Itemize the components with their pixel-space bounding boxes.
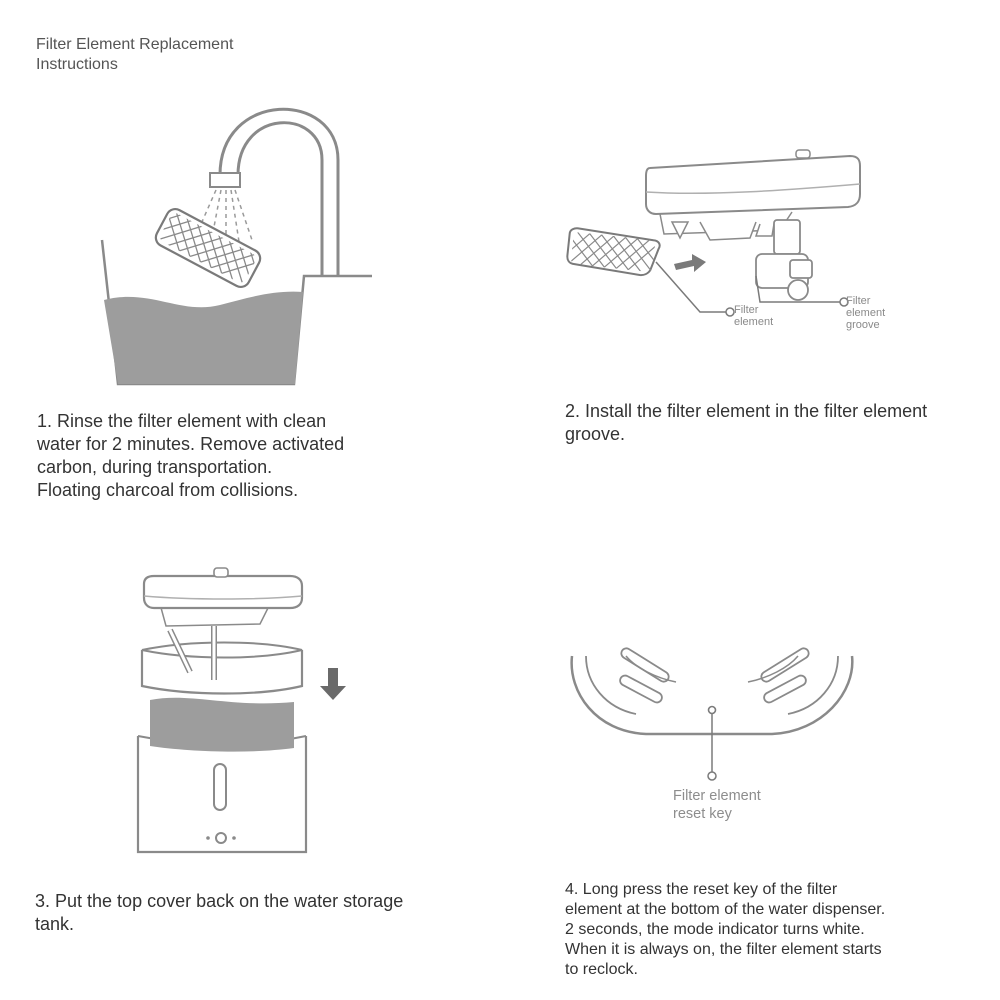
callout-filter-element-groove: Filter element groove	[846, 295, 886, 331]
reset-key-illustration	[570, 647, 854, 781]
callout-filter-element: Filter element	[734, 304, 774, 328]
filter-element-icon	[154, 208, 262, 288]
replace-cover-illustration	[136, 567, 346, 854]
step-1-text: 1. Rinse the filter element with clean w…	[37, 411, 345, 500]
dispenser-bottom-icon	[570, 655, 854, 736]
step-2-text: 2. Install the filter element in the fil…	[565, 401, 928, 444]
rinse-filter-illustration	[100, 107, 372, 386]
faucet-icon	[218, 107, 340, 276]
top-cover-icon	[645, 154, 861, 216]
step-3-text: 3. Put the top cover back on the water s…	[35, 891, 404, 934]
water-fill	[150, 697, 294, 752]
callout-reset-key: Filter element reset key	[673, 788, 761, 822]
leader-line-filter	[655, 261, 726, 313]
step-4-text: 4. Long press the reset key of the filte…	[565, 881, 886, 978]
install-filter-illustration	[566, 149, 861, 317]
top-cover-icon	[142, 574, 304, 610]
leader-line-groove	[755, 275, 840, 303]
water-fill	[104, 291, 303, 384]
page-title: Filter Element Replacement Instructions	[36, 36, 234, 73]
filter-element-icon	[566, 227, 661, 277]
arrow-down-icon	[320, 668, 346, 700]
pump-icon	[755, 219, 813, 301]
arrow-right-icon	[674, 254, 706, 272]
reset-key-icon	[707, 705, 717, 715]
